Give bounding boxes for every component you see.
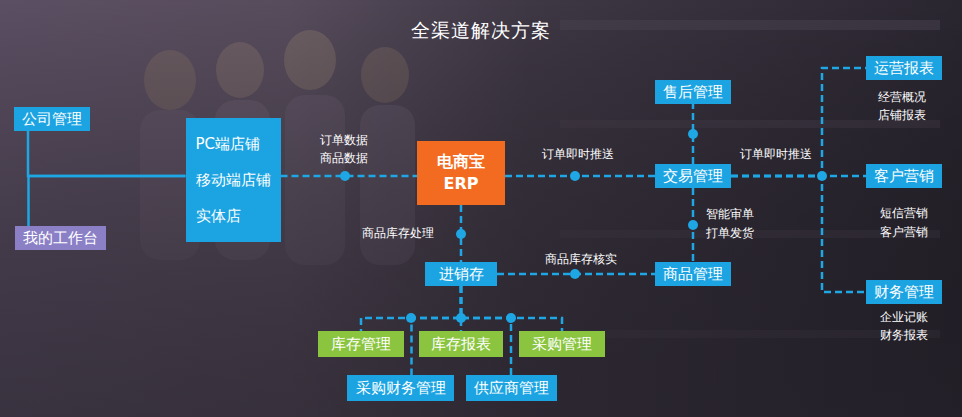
process-box: 采购管理: [519, 331, 605, 357]
node-text: 移动端店铺: [196, 171, 271, 190]
node-text: 采购管理: [532, 335, 592, 354]
process-box: 交易管理: [655, 164, 731, 188]
annotation-label: 订单即时推送: [542, 147, 614, 162]
process-box: 我的工作台: [15, 226, 106, 250]
connector: [731, 68, 866, 176]
process-box: 客户营销: [866, 164, 942, 188]
process-box: 运营报表: [866, 56, 942, 80]
process-box: 供应商管理: [466, 375, 557, 401]
node-text: 我的工作台: [23, 229, 98, 248]
junction-dot: [406, 313, 416, 323]
annotation-label: 企业记账: [880, 310, 928, 325]
node-text: 采购财务管理: [356, 379, 446, 398]
annotation-label: 打单发货: [706, 226, 754, 241]
diagram-title: 全渠道解决方案: [0, 18, 962, 44]
node-text: 实体店: [196, 207, 241, 226]
erp-box: 电商宝 ERP: [417, 141, 505, 205]
junction-dot: [570, 171, 580, 181]
process-box: 售后管理: [655, 80, 731, 104]
process-box: 采购财务管理: [347, 375, 454, 401]
node-text: 电商宝 ERP: [431, 151, 491, 194]
annotation-label: 经营概况: [878, 90, 926, 105]
process-box: 商品管理: [655, 262, 731, 286]
node-text: PC端店铺: [196, 135, 261, 154]
annotation-label: 短信营销: [880, 206, 928, 221]
node-text: 库存报表: [431, 335, 491, 354]
annotation-label: 店铺报表: [878, 108, 926, 123]
node-text: 客户营销: [874, 167, 934, 186]
node-text: 商品管理: [663, 265, 723, 284]
annotation-label: 订单即时推送: [740, 147, 812, 162]
junction-dot: [456, 313, 466, 323]
junction-dot: [340, 171, 350, 181]
connector: [361, 286, 461, 331]
channel-box: PC端店铺移动端店铺实体店: [186, 118, 281, 242]
annotation-label: 客户营销: [880, 225, 928, 240]
junction-dot: [506, 313, 516, 323]
node-text: 库存管理: [331, 335, 391, 354]
process-box: 公司管理: [14, 107, 90, 131]
process-box: 进销存: [425, 262, 497, 286]
node-text: 财务管理: [874, 283, 934, 302]
annotation-label: 智能审单: [706, 207, 754, 222]
junction-dot: [456, 229, 466, 239]
node-text: 供应商管理: [474, 379, 549, 398]
node-text: 公司管理: [22, 110, 82, 129]
process-box: 库存管理: [318, 331, 404, 357]
junction-dot: [817, 171, 827, 181]
process-box: 库存报表: [419, 331, 503, 357]
junction-dot: [688, 220, 698, 230]
connector: [29, 176, 186, 226]
node-text: 进销存: [439, 265, 484, 284]
junction-dot: [688, 129, 698, 139]
annotation-label: 财务报表: [880, 328, 928, 343]
annotation-label: 订单数据: [320, 133, 368, 148]
junction-dot: [570, 269, 580, 279]
connector: [28, 131, 186, 176]
node-text: 售后管理: [663, 83, 723, 102]
annotation-label: 商品库存处理: [362, 226, 434, 241]
process-box: 财务管理: [866, 280, 942, 304]
node-text: 交易管理: [663, 167, 723, 186]
annotation-label: 商品数据: [320, 151, 368, 166]
annotation-label: 商品库存核实: [545, 252, 617, 267]
node-text: 运营报表: [874, 59, 934, 78]
